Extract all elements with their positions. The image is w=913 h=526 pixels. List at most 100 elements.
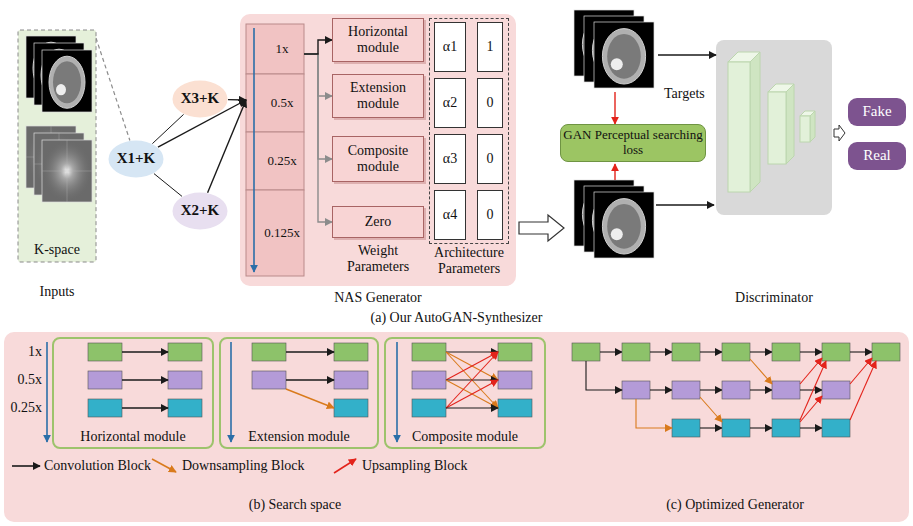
text-slot: X3+K — [181, 90, 220, 107]
arrow-line — [800, 396, 822, 422]
node-label: α4 — [443, 207, 457, 223]
feature-block — [622, 343, 650, 361]
arrow-line — [600, 351, 622, 352]
connector — [304, 54, 332, 222]
ellipse-fill — [173, 193, 228, 230]
node-label: 0 — [487, 151, 494, 167]
text-slot: 0.125x — [264, 226, 300, 241]
choice-cell: 0 — [477, 134, 503, 184]
arrow-line — [286, 389, 334, 408]
artwork-layer — [4, 10, 909, 522]
text-slot: 0.5x — [271, 96, 294, 111]
node-label: Real — [863, 147, 891, 164]
text-slot: X1+K — [117, 150, 156, 167]
panel-background — [716, 40, 832, 215]
hollow-arrow — [519, 215, 564, 241]
connector — [614, 92, 615, 124]
text-slot: Inputs — [40, 284, 75, 300]
feature-block — [722, 381, 750, 399]
slice-frame — [594, 192, 654, 258]
feature-block — [772, 419, 800, 437]
panel-background — [18, 30, 96, 262]
arrow-line — [800, 361, 826, 420]
arrow-line — [750, 389, 772, 390]
node-label: 0.25x — [267, 154, 296, 169]
scale-arrow — [253, 28, 255, 272]
search-module: Composite module — [384, 337, 546, 449]
connector — [154, 174, 182, 197]
scale-arrow — [230, 342, 232, 442]
arrow-line — [446, 352, 498, 380]
arrow-line — [750, 351, 772, 352]
input-ellipse: X3+K — [172, 80, 228, 118]
arrow-line — [850, 351, 872, 352]
node-label: α2 — [443, 95, 457, 111]
node-label: 0.5x — [271, 96, 294, 111]
node-label: X2+K — [181, 202, 220, 219]
node-label: α1 — [443, 39, 457, 55]
layer-side — [786, 84, 794, 164]
node-label: K-space — [34, 242, 80, 258]
feature-block — [572, 343, 600, 361]
feature-block — [498, 343, 532, 361]
feature-block — [252, 371, 286, 389]
slice-frame — [42, 50, 92, 112]
node-label: Horizontal module — [333, 24, 423, 56]
text-slot: 0.25x — [267, 154, 296, 169]
node-label: α3 — [443, 151, 457, 167]
feature-block — [88, 343, 122, 361]
image-slice — [594, 22, 654, 88]
module-box: Horizontal module — [332, 18, 424, 62]
node-label: X1+K — [117, 150, 156, 167]
input-panel: InputsK-space — [18, 30, 96, 262]
arrow-line — [446, 351, 498, 352]
arrow-line — [446, 407, 498, 408]
layer-side — [750, 52, 760, 192]
node-label: Zero — [365, 214, 391, 230]
connector — [152, 114, 183, 143]
feature-block — [412, 399, 446, 417]
lesion — [56, 84, 66, 95]
brain-tissue — [53, 61, 81, 103]
choice-cell: 0 — [477, 78, 503, 128]
arrow-line — [800, 389, 822, 390]
alpha-cell: α1 — [434, 22, 466, 72]
node-label: Extension module — [333, 80, 423, 112]
arrow-line — [122, 379, 168, 380]
arrow-line — [122, 407, 168, 408]
connector — [228, 99, 246, 101]
arrow-line — [446, 352, 498, 408]
parameter-box: Architecture Parametersα11α20α30α40 — [429, 18, 509, 244]
figure-label: Weight Parameters — [332, 243, 424, 275]
node-label: GAN Perceptual searching loss — [561, 128, 705, 158]
text-slot: 0 — [487, 207, 494, 223]
lesion — [611, 228, 623, 240]
legend-text: Downsampling Block — [182, 458, 305, 474]
text-slot: GAN Perceptual searching loss — [561, 128, 705, 158]
feature-block — [872, 343, 900, 361]
feature-block — [334, 399, 368, 417]
ellipse-fill — [173, 81, 228, 118]
figure-label: (b) Search space — [120, 497, 470, 513]
text-slot: 0 — [487, 151, 494, 167]
ellipse-fill — [109, 141, 164, 178]
text-slot: α1 — [443, 39, 457, 55]
node-label: Discriminator — [735, 290, 813, 306]
node-label: Architecture Parameters — [419, 245, 519, 277]
feature-block — [772, 381, 800, 399]
connector — [658, 54, 716, 55]
arrow-line — [446, 380, 498, 408]
figure-label: 0.25x — [2, 400, 42, 416]
arrow-line — [286, 379, 334, 380]
text-slot: α4 — [443, 207, 457, 223]
feature-block — [252, 343, 286, 361]
feature-block — [622, 381, 650, 399]
node-label: Horizontal module — [80, 429, 185, 445]
text-slot: Real — [863, 147, 891, 164]
module-box: Extension module — [332, 74, 424, 118]
text-slot: α3 — [443, 151, 457, 167]
node-label: Extension module — [248, 429, 350, 445]
figure-label: (c) Optimized Generator — [560, 497, 910, 513]
feature-block — [168, 343, 202, 361]
